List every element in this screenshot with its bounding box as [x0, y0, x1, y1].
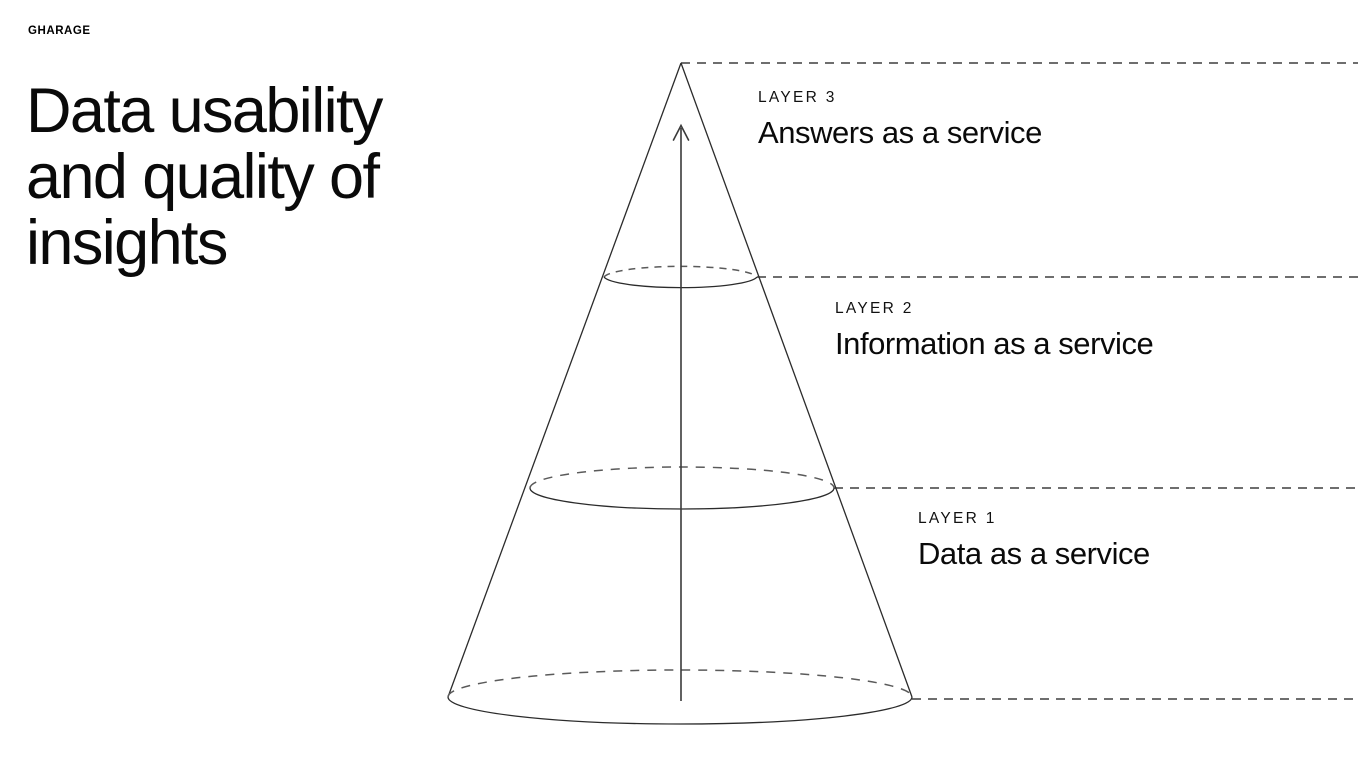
cone-base-ellipse-back	[447, 669, 913, 698]
page-title-line-3: insights	[26, 208, 228, 278]
cone-base-ellipse-front	[447, 696, 913, 725]
layer-1-kicker: LAYER 1	[918, 510, 997, 527]
layer-3-kicker: LAYER 3	[758, 89, 837, 106]
page-title-line-2: and quality of	[26, 142, 380, 212]
layer-divider-ellipse-lower-front	[529, 487, 835, 510]
layer-2-kicker: LAYER 2	[835, 300, 914, 317]
layer-2-caption: LAYER 2 Information as a service	[835, 300, 1154, 361]
layer-3-caption: LAYER 3 Answers as a service	[758, 90, 1042, 149]
brand-logo: GHARAGE	[28, 25, 91, 37]
page-title-line-1: Data usability	[26, 76, 383, 146]
layer-1-title: Data as a service	[918, 535, 1150, 571]
axis-arrow-head-icon	[672, 123, 690, 141]
layer-3-title: Answers as a service	[758, 114, 1042, 150]
page-title: Data usability and quality of insights	[26, 78, 456, 276]
layer-1-caption: LAYER 1 Data as a service	[918, 511, 1150, 570]
cone-left-edge	[447, 62, 682, 698]
layer-divider-ellipse-lower-back	[529, 466, 835, 489]
cone-right-edge	[680, 62, 913, 698]
layer-2-title: Information as a service	[835, 325, 1154, 361]
